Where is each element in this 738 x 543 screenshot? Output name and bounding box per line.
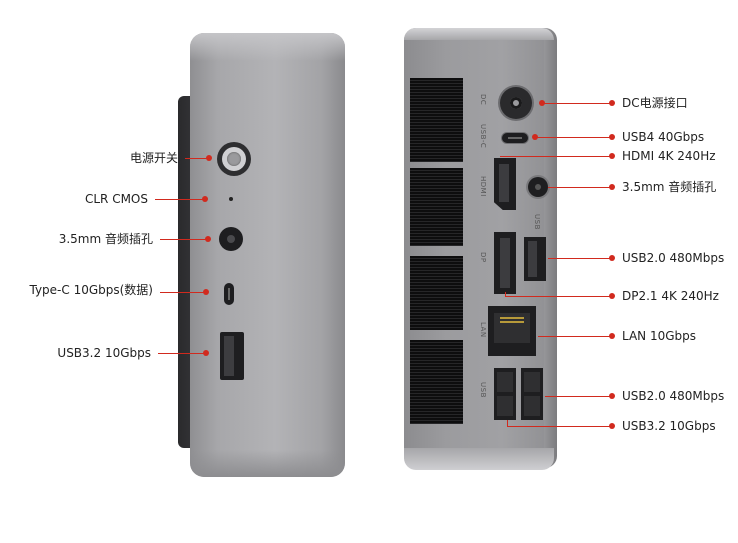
leader-line [160,292,206,293]
leader-dot [202,196,208,202]
label-hdmi: HDMI 4K 240Hz [622,149,716,163]
label-usb32-front: USB3.2 10Gbps [57,346,151,360]
front-device-top [190,33,345,61]
port-text-dp: DP [479,252,487,263]
label-usb4: USB4 40Gbps [622,130,705,144]
front-usb-port [220,332,244,380]
leader-line [505,292,506,296]
front-device-panel [190,33,345,477]
leader-dot [203,289,209,295]
label-dc-power: DC电源接口 [622,96,688,110]
leader-line [505,296,612,297]
leader-line [507,426,612,427]
leader-line [158,353,206,354]
leader-line [548,258,612,259]
port-text-usb-bottom: USB [479,382,487,398]
label-clr-cmos: CLR CMOS [84,192,148,206]
port-text-usb-right: USB [533,214,541,230]
power-button-center [227,152,241,166]
vent-grille [410,256,463,330]
leader-line [538,336,612,337]
vent-grille [410,78,463,162]
back-device-bottom [404,448,554,470]
leader-line [185,158,209,159]
leader-dot [609,293,615,299]
vent-grille [410,340,463,424]
usb-stack-right [521,368,543,420]
label-power-switch: 电源开关 [129,151,178,165]
leader-line [542,103,612,104]
displayport-port [494,232,516,294]
label-usb20-lower: USB2.0 480Mbps [622,389,725,403]
leader-dot [609,100,615,106]
back-usb4-port [502,133,528,143]
label-audio-back: 3.5mm 音频插孔 [622,180,717,194]
leader-dot [609,333,615,339]
front-device-bottom [190,450,345,477]
label-typec: Type-C 10Gbps(数据) [29,283,153,297]
front-typec-port [224,283,234,305]
leader-dot [609,255,615,261]
vent-grille [410,168,463,246]
leader-line [548,187,612,188]
back-device-top [404,28,554,40]
leader-line [500,156,612,157]
leader-dot [609,134,615,140]
leader-line [545,396,612,397]
clr-cmos-hole [229,197,233,201]
label-usb32-back: USB3.2 10Gbps [622,419,716,433]
label-usb20-upper: USB2.0 480Mbps [622,251,725,265]
back-usb20-port [524,237,546,281]
label-audio-jack: 3.5mm 音频插孔 [58,232,153,246]
leader-line [507,420,508,426]
hdmi-port [494,158,516,210]
leader-dot [609,393,615,399]
usb-stack-left [494,368,516,420]
leader-dot [609,423,615,429]
front-audio-jack [219,227,243,251]
label-dp: DP2.1 4K 240Hz [622,289,719,303]
leader-line [155,199,205,200]
leader-dot [205,236,211,242]
back-audio-jack [528,177,548,197]
label-lan: LAN 10Gbps [622,329,697,343]
port-text-lan: LAN [479,322,487,338]
leader-line [160,239,208,240]
port-text-hdmi: HDMI [479,176,487,197]
dc-power-jack [500,87,532,119]
lan-port [488,306,536,356]
leader-dot [609,184,615,190]
leader-dot [203,350,209,356]
port-text-usbc: USB-C [479,124,487,149]
leader-line [535,137,612,138]
leader-dot [609,153,615,159]
port-text-dc: DC [479,94,487,106]
leader-dot [206,155,212,161]
